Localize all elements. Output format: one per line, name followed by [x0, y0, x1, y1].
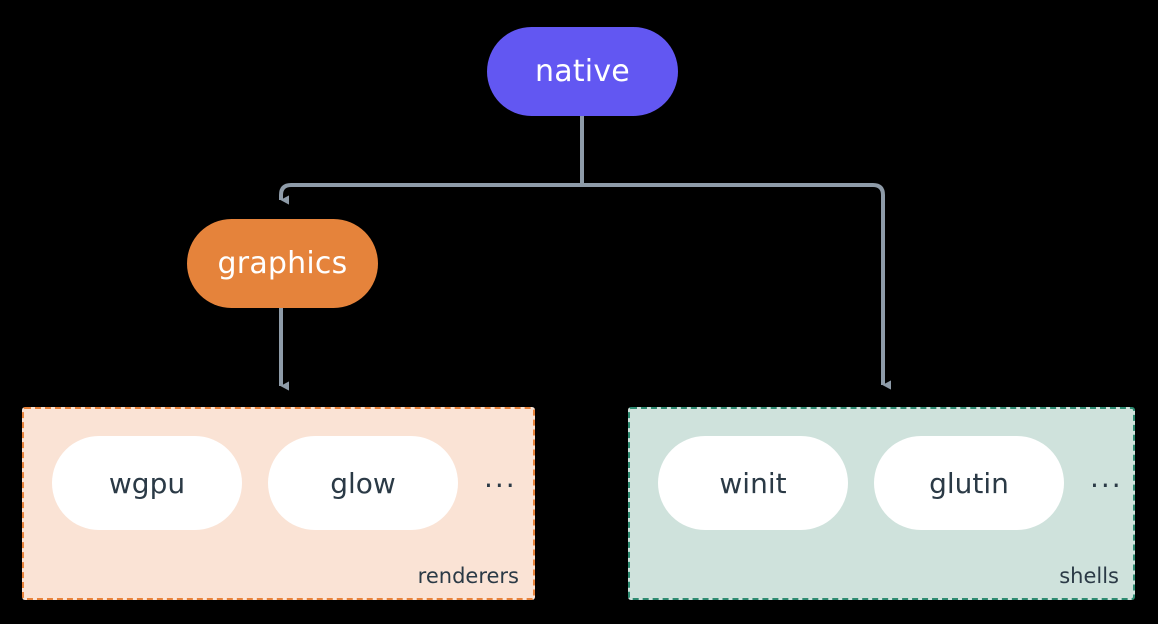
group-shells-label: shells	[1059, 564, 1119, 588]
renderers-more-ellipsis: ...	[484, 461, 517, 494]
item-glow[interactable]: glow	[268, 436, 458, 530]
shells-more-ellipsis: ...	[1090, 461, 1123, 494]
node-graphics-label: graphics	[217, 246, 348, 281]
group-shells-items: winit glutin ...	[630, 436, 1123, 530]
item-wgpu[interactable]: wgpu	[52, 436, 242, 530]
group-renderers-items: wgpu glow ...	[24, 436, 517, 530]
node-graphics[interactable]: graphics	[187, 219, 378, 308]
edge-native-to-graphics	[279, 116, 584, 205]
item-wgpu-label: wgpu	[108, 466, 186, 500]
group-renderers-label: renderers	[417, 564, 519, 588]
group-shells: winit glutin ... shells	[628, 407, 1135, 600]
item-glutin[interactable]: glutin	[874, 436, 1064, 530]
item-winit-label: winit	[719, 466, 787, 500]
item-glutin-label: glutin	[929, 466, 1009, 500]
item-winit[interactable]: winit	[658, 436, 848, 530]
group-renderers: wgpu glow ... renderers	[22, 407, 535, 600]
node-native[interactable]: native	[487, 27, 678, 116]
edge-native-to-shells	[580, 116, 891, 390]
item-glow-label: glow	[330, 466, 396, 500]
node-native-label: native	[535, 54, 630, 89]
